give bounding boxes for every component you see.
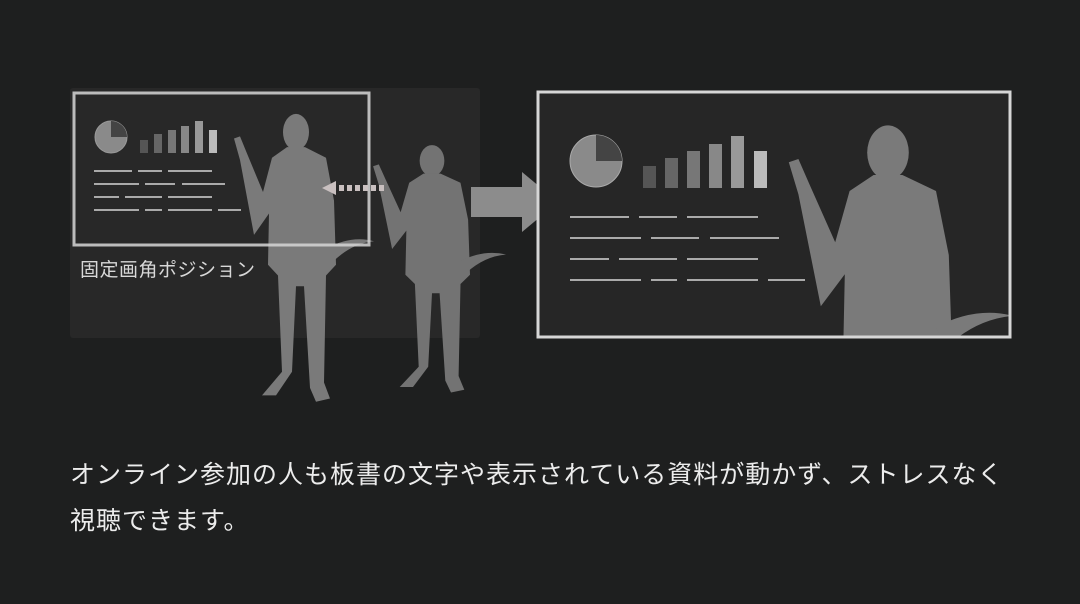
fixed-angle-frame — [72, 91, 371, 247]
dotted-arrow-icon — [322, 181, 384, 195]
right-screen-content — [569, 134, 805, 281]
right-arrow-icon — [471, 172, 558, 232]
fixed-angle-label: 固定画角ポジション — [80, 259, 256, 281]
output-frame — [536, 90, 1012, 339]
left-screen-content — [94, 120, 241, 211]
caption-text: オンライン参加の人も板書の文字や表示されている資料が動かず、ストレスなく視聴でき… — [70, 460, 1004, 535]
